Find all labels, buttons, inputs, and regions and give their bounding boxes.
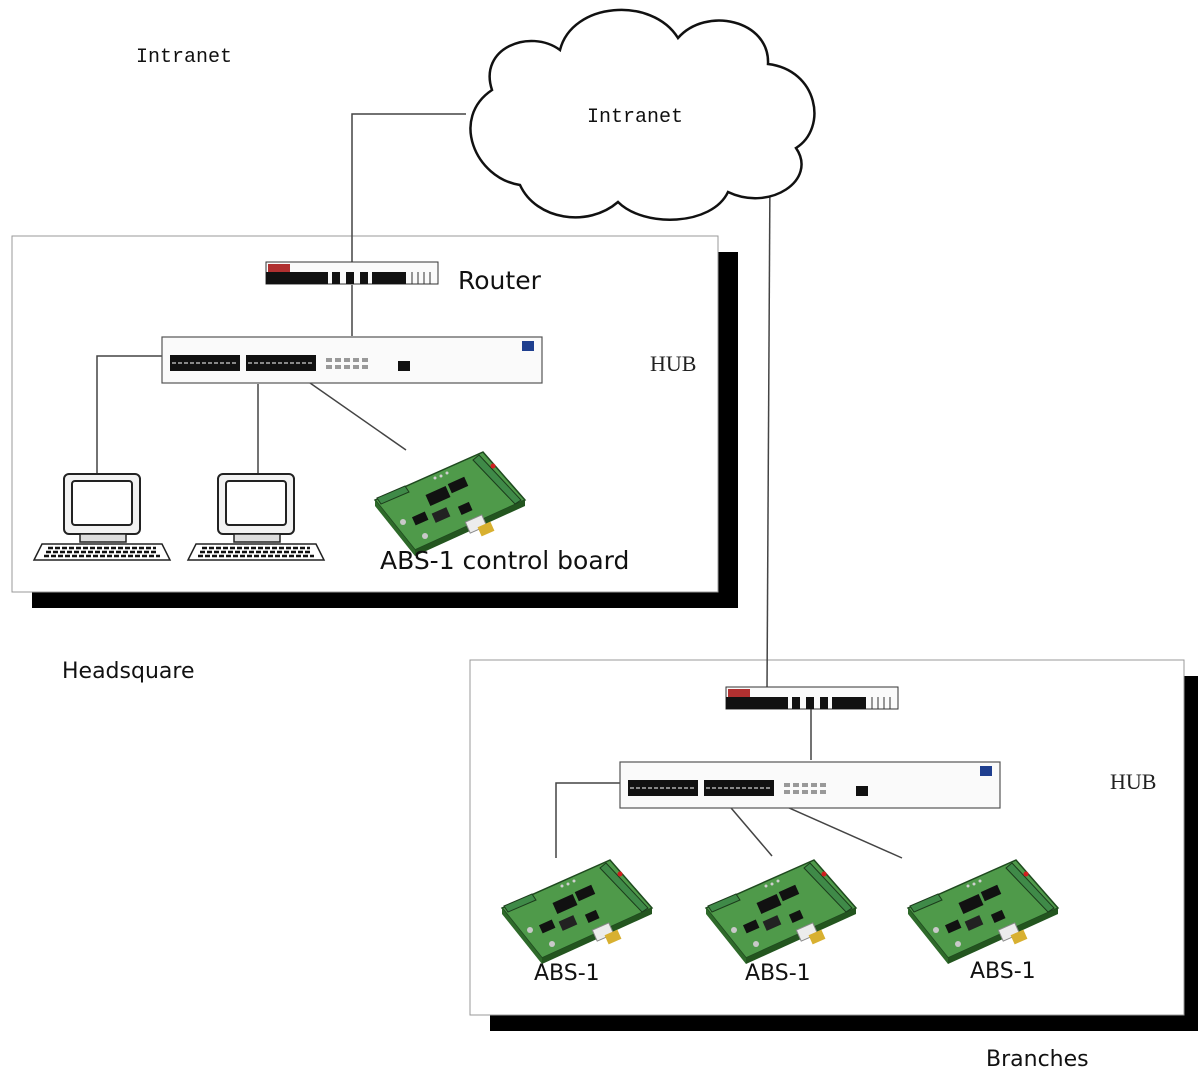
cloud-label: Intranet: [587, 106, 683, 129]
branch-hub: [619, 761, 1001, 809]
hub-label-headquarters: HUB: [650, 351, 696, 376]
link-hub-pc-left: [96, 355, 166, 474]
link-hub-board: [299, 375, 407, 451]
branches-label: Branches: [986, 1047, 1089, 1072]
headquarters-router: [265, 261, 439, 285]
link-cloud-branch-router: [766, 171, 771, 690]
intranet-top-label: Intranet: [136, 46, 232, 69]
link-branch-hub-board-1: [555, 782, 624, 858]
router-label: Router: [458, 266, 542, 295]
headquarters-label: Headsquare: [62, 659, 194, 684]
branch-board-label-3: ABS-1: [970, 959, 1036, 984]
branch-board-label-1: ABS-1: [534, 961, 600, 986]
branch-router: [725, 686, 899, 710]
intranet-cloud: [469, 8, 816, 221]
link-cloud-router: [351, 113, 466, 262]
headquarters-hub: [161, 336, 543, 384]
hub-label-branches: HUB: [1110, 769, 1156, 794]
control-board-label: ABS-1 control board: [380, 546, 629, 575]
branches-box: [469, 659, 1185, 1016]
branch-board-label-2: ABS-1: [745, 961, 811, 986]
